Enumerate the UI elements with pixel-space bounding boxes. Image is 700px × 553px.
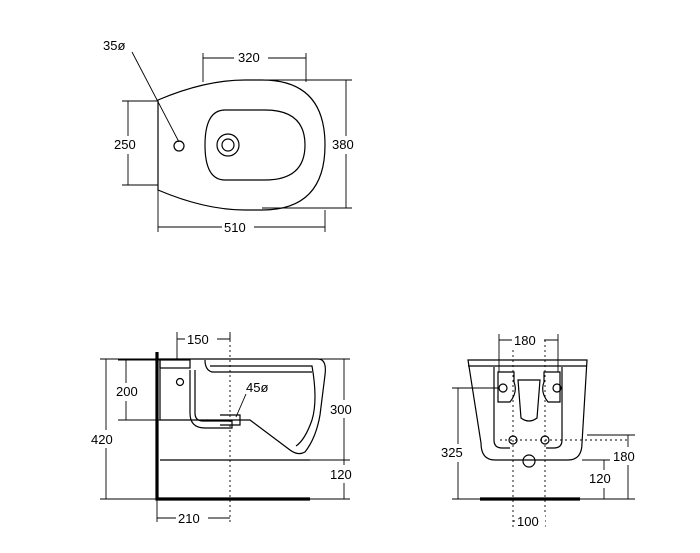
label-bg bbox=[112, 136, 144, 154]
dim-200: 200 bbox=[116, 384, 138, 399]
top-view-outline bbox=[157, 79, 326, 211]
rear-view: 180 325 180 120 100 bbox=[440, 331, 643, 530]
label-bg bbox=[515, 512, 545, 530]
hole-diameter-label: 35ø bbox=[103, 38, 125, 53]
label-bg bbox=[328, 400, 360, 418]
label-bg bbox=[512, 331, 544, 349]
label-bg bbox=[90, 430, 122, 448]
label-bg bbox=[114, 383, 146, 401]
dim-420: 420 bbox=[91, 432, 113, 447]
rear-drain-hole bbox=[522, 454, 536, 468]
side-view: 45ø 150 200 420 300 120 210 bbox=[90, 330, 360, 527]
label-bg bbox=[611, 447, 643, 465]
label-bg bbox=[440, 444, 472, 462]
label-bg bbox=[185, 330, 217, 348]
label-bg bbox=[328, 465, 360, 483]
dim-180-top: 180 bbox=[514, 333, 536, 348]
label-bg bbox=[234, 48, 268, 66]
left-bracket bbox=[497, 371, 516, 403]
dim-180-right: 180 bbox=[613, 449, 635, 464]
dim-300: 300 bbox=[330, 402, 352, 417]
top-view-tap-hole bbox=[173, 140, 185, 152]
top-view-drain-inner bbox=[221, 138, 235, 152]
label-bg bbox=[330, 136, 362, 154]
outlet-leader bbox=[235, 393, 247, 418]
right-bracket bbox=[542, 371, 561, 403]
dim-320: 320 bbox=[238, 50, 260, 65]
top-view-bowl bbox=[204, 109, 306, 181]
dim-250: 250 bbox=[114, 137, 136, 152]
supply-connection bbox=[159, 359, 191, 369]
dim-120: 120 bbox=[330, 467, 352, 482]
rear-view-outline bbox=[467, 359, 588, 461]
outlet-diameter-label: 45ø bbox=[246, 380, 268, 395]
label-bg bbox=[222, 218, 254, 236]
hole-leader bbox=[131, 51, 180, 143]
dim-100: 100 bbox=[517, 514, 539, 529]
dim-510: 510 bbox=[224, 220, 246, 235]
dim-380: 380 bbox=[332, 137, 354, 152]
bowl-rim bbox=[204, 359, 312, 373]
dim-210: 210 bbox=[178, 511, 200, 526]
left-fixing-bolt bbox=[498, 383, 508, 393]
side-view-body bbox=[159, 358, 326, 455]
top-view: 35ø 320 250 380 510 bbox=[103, 38, 362, 236]
bowl-inner bbox=[210, 365, 316, 447]
label-bg bbox=[587, 470, 619, 488]
drain-pipe bbox=[189, 370, 233, 429]
dim-150: 150 bbox=[187, 332, 209, 347]
top-view-drain-outer bbox=[216, 133, 240, 157]
left-channel bbox=[493, 367, 510, 449]
label-bg bbox=[176, 509, 208, 527]
center-outlet bbox=[517, 379, 541, 422]
dim-325: 325 bbox=[441, 445, 463, 460]
right-fixing-bolt bbox=[552, 383, 562, 393]
dim-120-rear: 120 bbox=[589, 471, 611, 486]
side-tap-hole bbox=[175, 377, 185, 387]
